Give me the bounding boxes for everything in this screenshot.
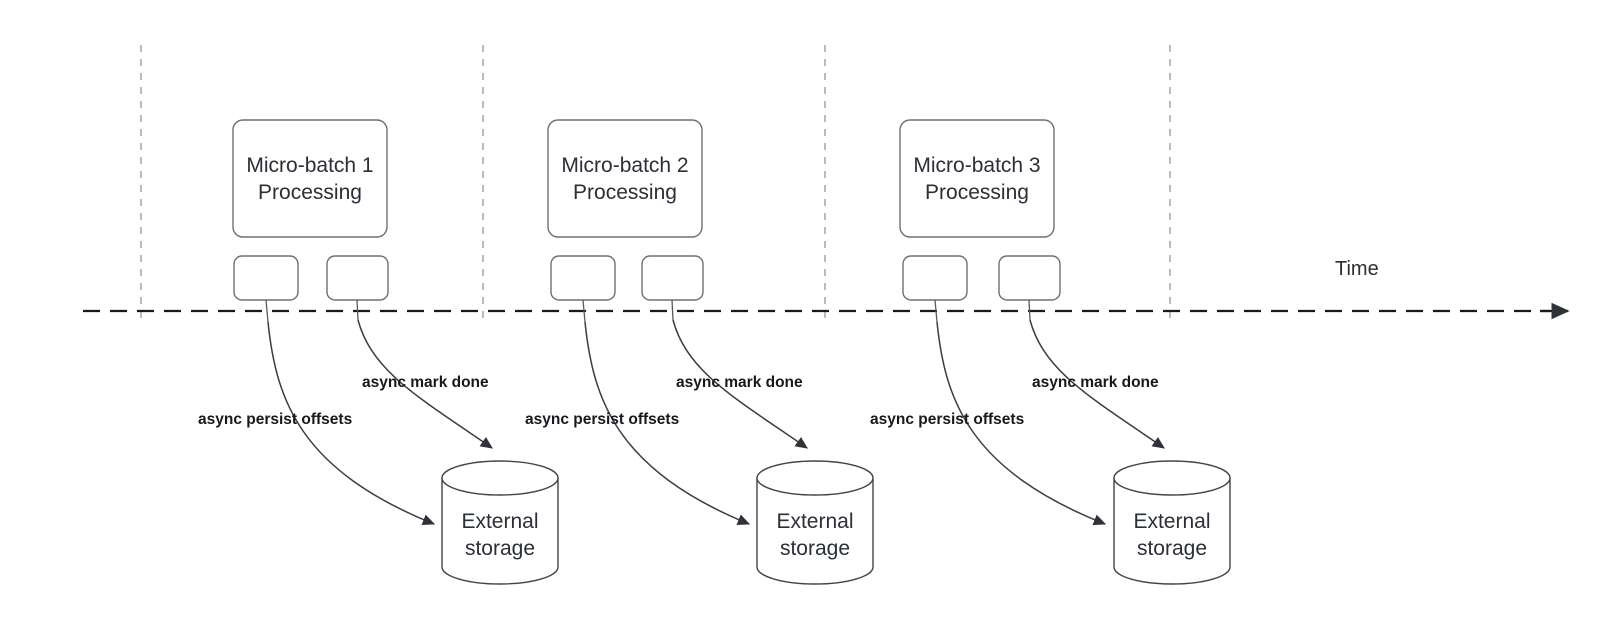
micro-batch-2-persist-stem [582,299,586,323]
micro-batch-2-mark-done-label: async mark done [676,374,803,391]
micro-batch-3-persist-stem [934,299,938,323]
micro-batch-2-storage-label-line2: storage [780,537,850,560]
micro-batch-1-process-label-line2: Processing [258,181,362,204]
micro-batch-1-external-storage-cylinder[interactable] [441,460,559,585]
micro-batch-3-mark-done-event-box[interactable] [998,255,1061,301]
micro-batch-2-mark-done-arrow [672,319,808,449]
micro-batch-3-mark-done-label: async mark done [1032,374,1159,391]
micro-batch-1-persist-arrow [267,321,436,526]
micro-batch-3-mark-done-arrow [1029,319,1165,449]
micro-batch-2-process-label-line1: Micro-batch 2 [561,154,688,177]
micro-batch-3-mark-done-stem [1028,299,1031,321]
micro-batch-1-persist-event-box[interactable] [233,255,299,301]
micro-batch-1-mark-done-event-box[interactable] [326,255,389,301]
micro-batch-3-process-label-line1: Micro-batch 3 [913,154,1040,177]
micro-batch-1-persist-stem [265,299,269,323]
micro-batch-3-storage-label-line1: External [1133,510,1210,533]
micro-batch-2-mark-done-event-box[interactable] [641,255,704,301]
micro-batch-3-persist-event-box[interactable] [902,255,968,301]
micro-batch-3-storage-label-line2: storage [1137,537,1207,560]
micro-batch-2-mark-done-stem [671,299,674,321]
micro-batch-3-external-storage-cylinder[interactable] [1113,460,1231,585]
micro-batch-1-mark-done-stem [356,299,359,321]
micro-batch-3-persist-arrow [936,321,1107,526]
micro-batch-1-mark-done-label: async mark done [362,374,489,391]
micro-batch-2-external-storage-cylinder[interactable] [756,460,874,585]
micro-batch-2-persist-event-box[interactable] [550,255,616,301]
micro-batch-2-persist-arrow [584,321,751,525]
micro-batch-2-storage-label-line1: External [776,510,853,533]
micro-batch-1-storage-label-line2: storage [465,537,535,560]
micro-batch-1-persist-label: async persist offsets [198,411,352,428]
micro-batch-3-process-label-line2: Processing [925,181,1029,204]
micro-batch-2-group: Micro-batch 2 Processing async persist o… [525,119,874,585]
micro-batch-3-persist-label: async persist offsets [870,411,1024,428]
micro-batch-2-process-box[interactable] [547,119,703,238]
micro-batch-3-process-box[interactable] [899,119,1055,238]
time-axis-label: Time [1335,258,1379,280]
micro-batch-1-storage-label-line1: External [461,510,538,533]
micro-batch-2-persist-label: async persist offsets [525,411,679,428]
micro-batch-1-group: Micro-batch 1 Processing async persist o… [198,119,559,585]
micro-batch-3-group: Micro-batch 3 Processing async persist o… [870,119,1231,585]
micro-batch-1-process-label-line1: Micro-batch 1 [246,154,373,177]
micro-batch-2-process-label-line2: Processing [573,181,677,204]
micro-batch-1-process-box[interactable] [232,119,388,238]
micro-batch-1-mark-done-arrow [357,319,493,449]
